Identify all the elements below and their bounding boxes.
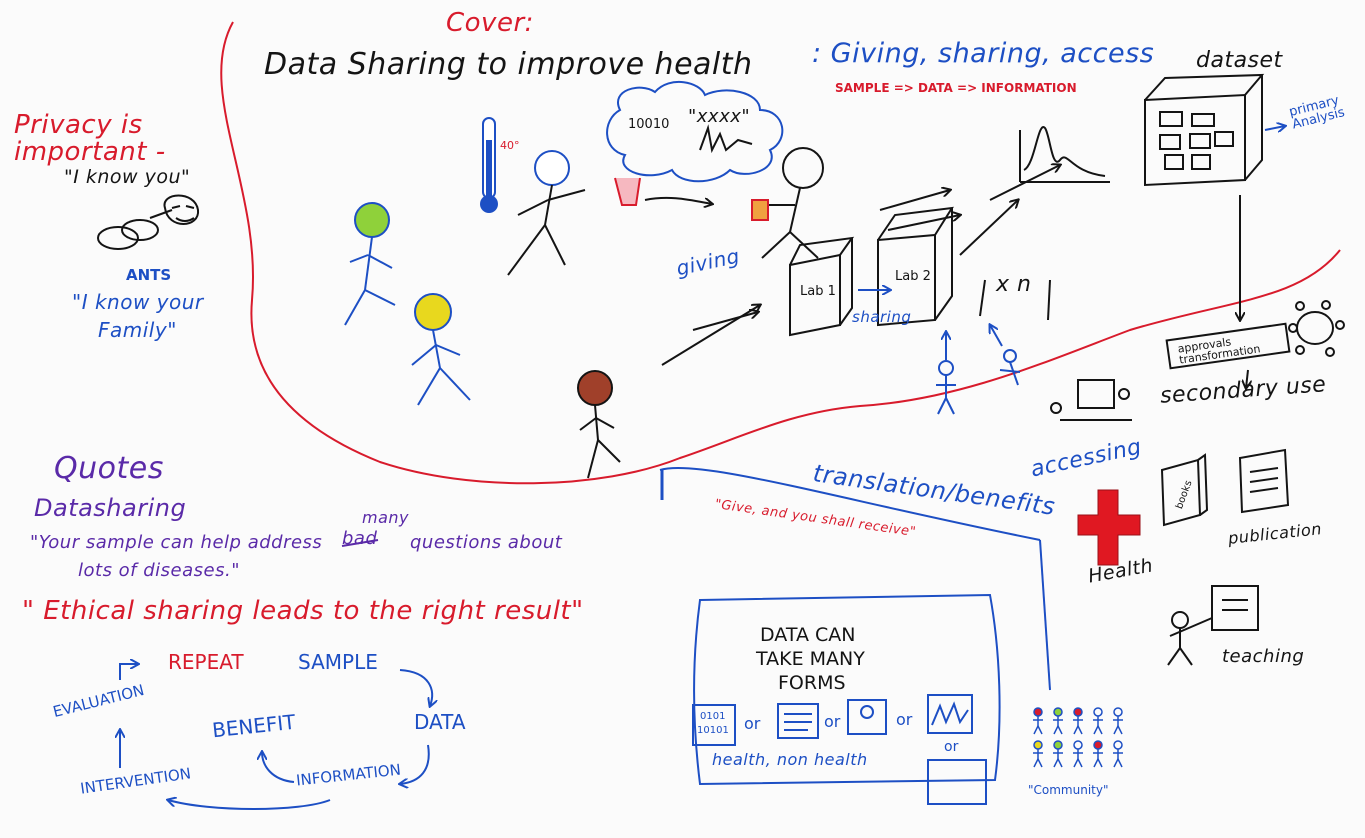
- xxxx-text: "xxxx": [688, 106, 751, 127]
- graph-icon: [1019, 126, 1110, 183]
- cycle-data: DATA: [414, 710, 466, 734]
- binary-form-a: 0101: [700, 711, 726, 722]
- lab-1-label: Lab 1: [800, 284, 836, 299]
- image-form-icon: [847, 699, 887, 735]
- stick-figure-brown: [577, 370, 621, 479]
- map-form-icon: [927, 759, 987, 805]
- health-cross-icon: [1077, 489, 1141, 566]
- flow-caption: SAMPLE => DATA => INFORMATION: [835, 81, 1077, 95]
- quote-i-know-you: "I know you": [64, 166, 191, 188]
- or-word-1: or: [744, 714, 761, 733]
- stick-figure-yellow: [411, 293, 471, 406]
- cycle-arrow-sample-data: [399, 669, 432, 706]
- quotes-subheading: Datasharing: [34, 494, 187, 522]
- blue-translation-line: [659, 466, 1041, 541]
- dataset-label: dataset: [1196, 48, 1283, 73]
- stick-figure-green: [344, 202, 396, 326]
- cycle-sample: SAMPLE: [298, 650, 378, 674]
- times-n-label: x n: [996, 272, 1032, 297]
- ethical-quote: " Ethical sharing leads to the right res…: [22, 596, 584, 626]
- or-word-2: or: [824, 712, 841, 731]
- blue-community-line: [1039, 539, 1051, 691]
- teaching-icon: [1167, 585, 1259, 666]
- lab-2-box: [877, 206, 954, 327]
- stick-figure-donor: [507, 150, 586, 276]
- community-label: "Community": [1028, 783, 1109, 797]
- teaching-label: teaching: [1222, 646, 1305, 667]
- ants-sketch-icon: [97, 194, 200, 250]
- computer-desk-icon: [1050, 379, 1132, 421]
- cycle-arrow-info-intervention: [168, 800, 331, 810]
- thought-cloud: [606, 80, 784, 183]
- cover-label: Cover:: [446, 8, 534, 38]
- squiggle-line: [699, 124, 753, 154]
- publication-icon: [1238, 448, 1290, 514]
- binary-form-icon: [692, 704, 736, 746]
- cycle-arrow-eval-repeat: [119, 664, 138, 680]
- forms-heading-3: FORMS: [778, 672, 846, 694]
- quotes-heading: Quotes: [54, 451, 164, 486]
- cycle-repeat: REPEAT: [168, 650, 244, 674]
- cycle-arrow-data-info: [400, 744, 430, 784]
- text-form-icon: [777, 703, 819, 739]
- signal-form-icon: [927, 694, 973, 734]
- small-blue-figures: [936, 325, 1021, 415]
- ants-label: ANTS: [126, 266, 172, 284]
- dataset-box-icon: [1144, 73, 1265, 187]
- quote-line-2: lots of diseases.": [78, 560, 240, 581]
- privacy-heading: Privacy is important -: [14, 110, 166, 168]
- thermometer-icon: [480, 117, 498, 213]
- binary-bubble-text: 10010: [628, 117, 670, 132]
- quote-line-1b: questions about: [410, 532, 563, 553]
- quote-know-family-1: "I know your: [72, 290, 204, 314]
- round-table-icon: [1288, 300, 1345, 357]
- data-forms-box: [693, 593, 1001, 786]
- sample-cup-icon: [614, 177, 641, 206]
- approvals-box: [1165, 322, 1291, 370]
- or-word-3: or: [896, 710, 913, 729]
- or-word-4: or: [944, 739, 959, 755]
- sharing-label: sharing: [852, 308, 912, 326]
- books-icon: [1160, 453, 1209, 527]
- quote-struck-word: bad: [342, 528, 378, 549]
- binary-form-b: 10101: [697, 725, 729, 736]
- quote-line-1a: "Your sample can help address: [30, 532, 323, 553]
- clipboard-icon: [751, 199, 769, 221]
- forms-heading-1: DATA CAN: [760, 624, 856, 646]
- quote-inserted-word: many: [362, 508, 409, 527]
- community-figures-icon: [1033, 707, 1123, 768]
- page-subtitle: : Giving, sharing, access: [812, 38, 1155, 69]
- thermometer-reading: 40°: [500, 139, 520, 152]
- cycle-arrow-info-benefit: [262, 752, 295, 783]
- page-title: Data Sharing to improve health: [264, 47, 753, 82]
- lab-1-box: [789, 236, 855, 337]
- red-divider-curve: [220, 21, 1341, 485]
- forms-footer: health, non health: [712, 750, 868, 769]
- quote-know-family-2: Family": [98, 318, 177, 342]
- lab-2-label: Lab 2: [895, 269, 931, 284]
- forms-heading-2: TAKE MANY: [756, 648, 865, 670]
